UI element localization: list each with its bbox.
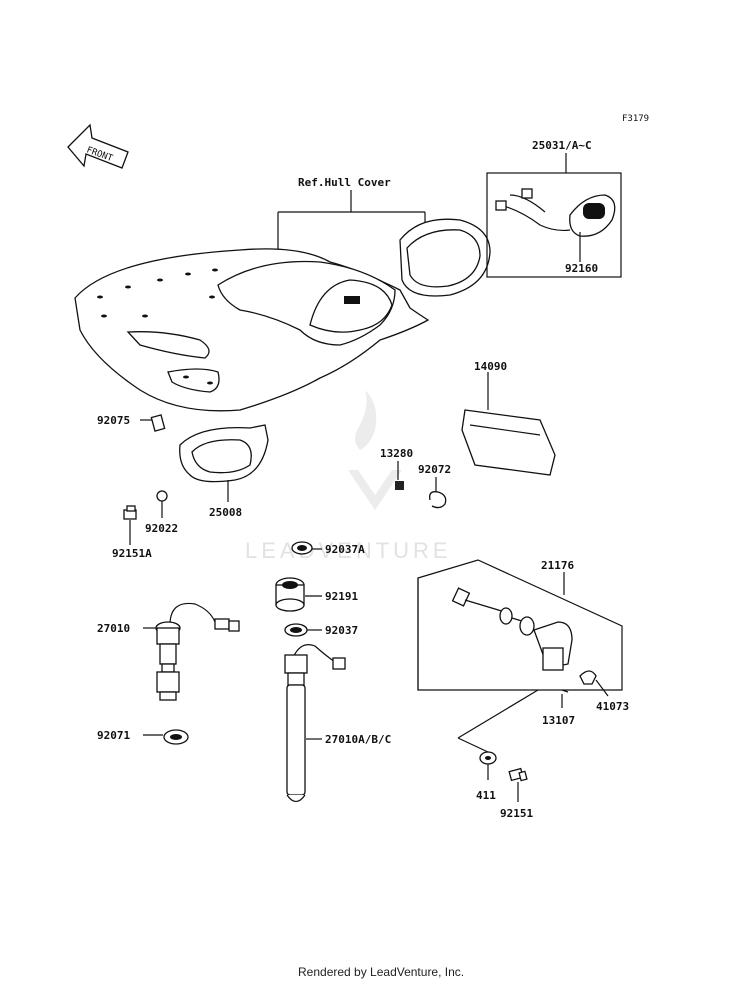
meter-assembly	[399, 172, 622, 297]
figure-code: F3179	[622, 114, 649, 124]
label-92022: 92022	[145, 522, 178, 535]
clip-92075	[150, 414, 166, 432]
label-92160: 92160	[565, 262, 598, 275]
sensor-box-21176	[417, 559, 623, 753]
label-27010: 27010	[97, 622, 130, 635]
label-21176: 21176	[541, 559, 574, 572]
ref-hull-cover-label: Ref.Hull Cover	[298, 176, 391, 189]
label-92151A: 92151A	[112, 547, 152, 560]
clamp-92037A	[291, 541, 313, 555]
sender-27010ABC	[284, 644, 346, 803]
clamp-92037	[284, 623, 308, 637]
hull-cover	[74, 248, 430, 412]
watermark: LEADVENTURE	[245, 390, 452, 563]
clamp-92072	[429, 491, 447, 509]
label-25008: 25008	[209, 506, 242, 519]
footer-credit: Rendered by LeadVenture, Inc.	[298, 965, 464, 979]
bolt-92151	[508, 767, 528, 782]
label-92075: 92075	[97, 414, 130, 427]
label-92037: 92037	[325, 624, 358, 637]
label-13107: 13107	[542, 714, 575, 727]
label-92072: 92072	[418, 463, 451, 476]
label-plate-13280	[395, 481, 404, 490]
grommet-92191	[275, 577, 305, 612]
label-92037A: 92037A	[325, 543, 365, 556]
bolt-92151A	[123, 505, 137, 520]
label-41073: 41073	[596, 700, 629, 713]
pad-14090	[461, 372, 556, 476]
washer-92022	[156, 490, 168, 502]
label-13280: 13280	[380, 447, 413, 460]
watermark-text: LEADVENTURE	[245, 538, 452, 563]
sensor-27010	[155, 602, 240, 701]
label-14090: 14090	[474, 360, 507, 373]
label-92151: 92151	[500, 807, 533, 820]
label-27010ABC: 27010A/B/C	[325, 733, 391, 746]
label-25031: 25031/A~C	[532, 139, 592, 152]
front-arrow-icon: FRONT	[67, 123, 129, 169]
label-92191: 92191	[325, 590, 358, 603]
label-411: 411	[476, 789, 496, 802]
label-92071: 92071	[97, 729, 130, 742]
bracket-25008	[179, 424, 269, 502]
